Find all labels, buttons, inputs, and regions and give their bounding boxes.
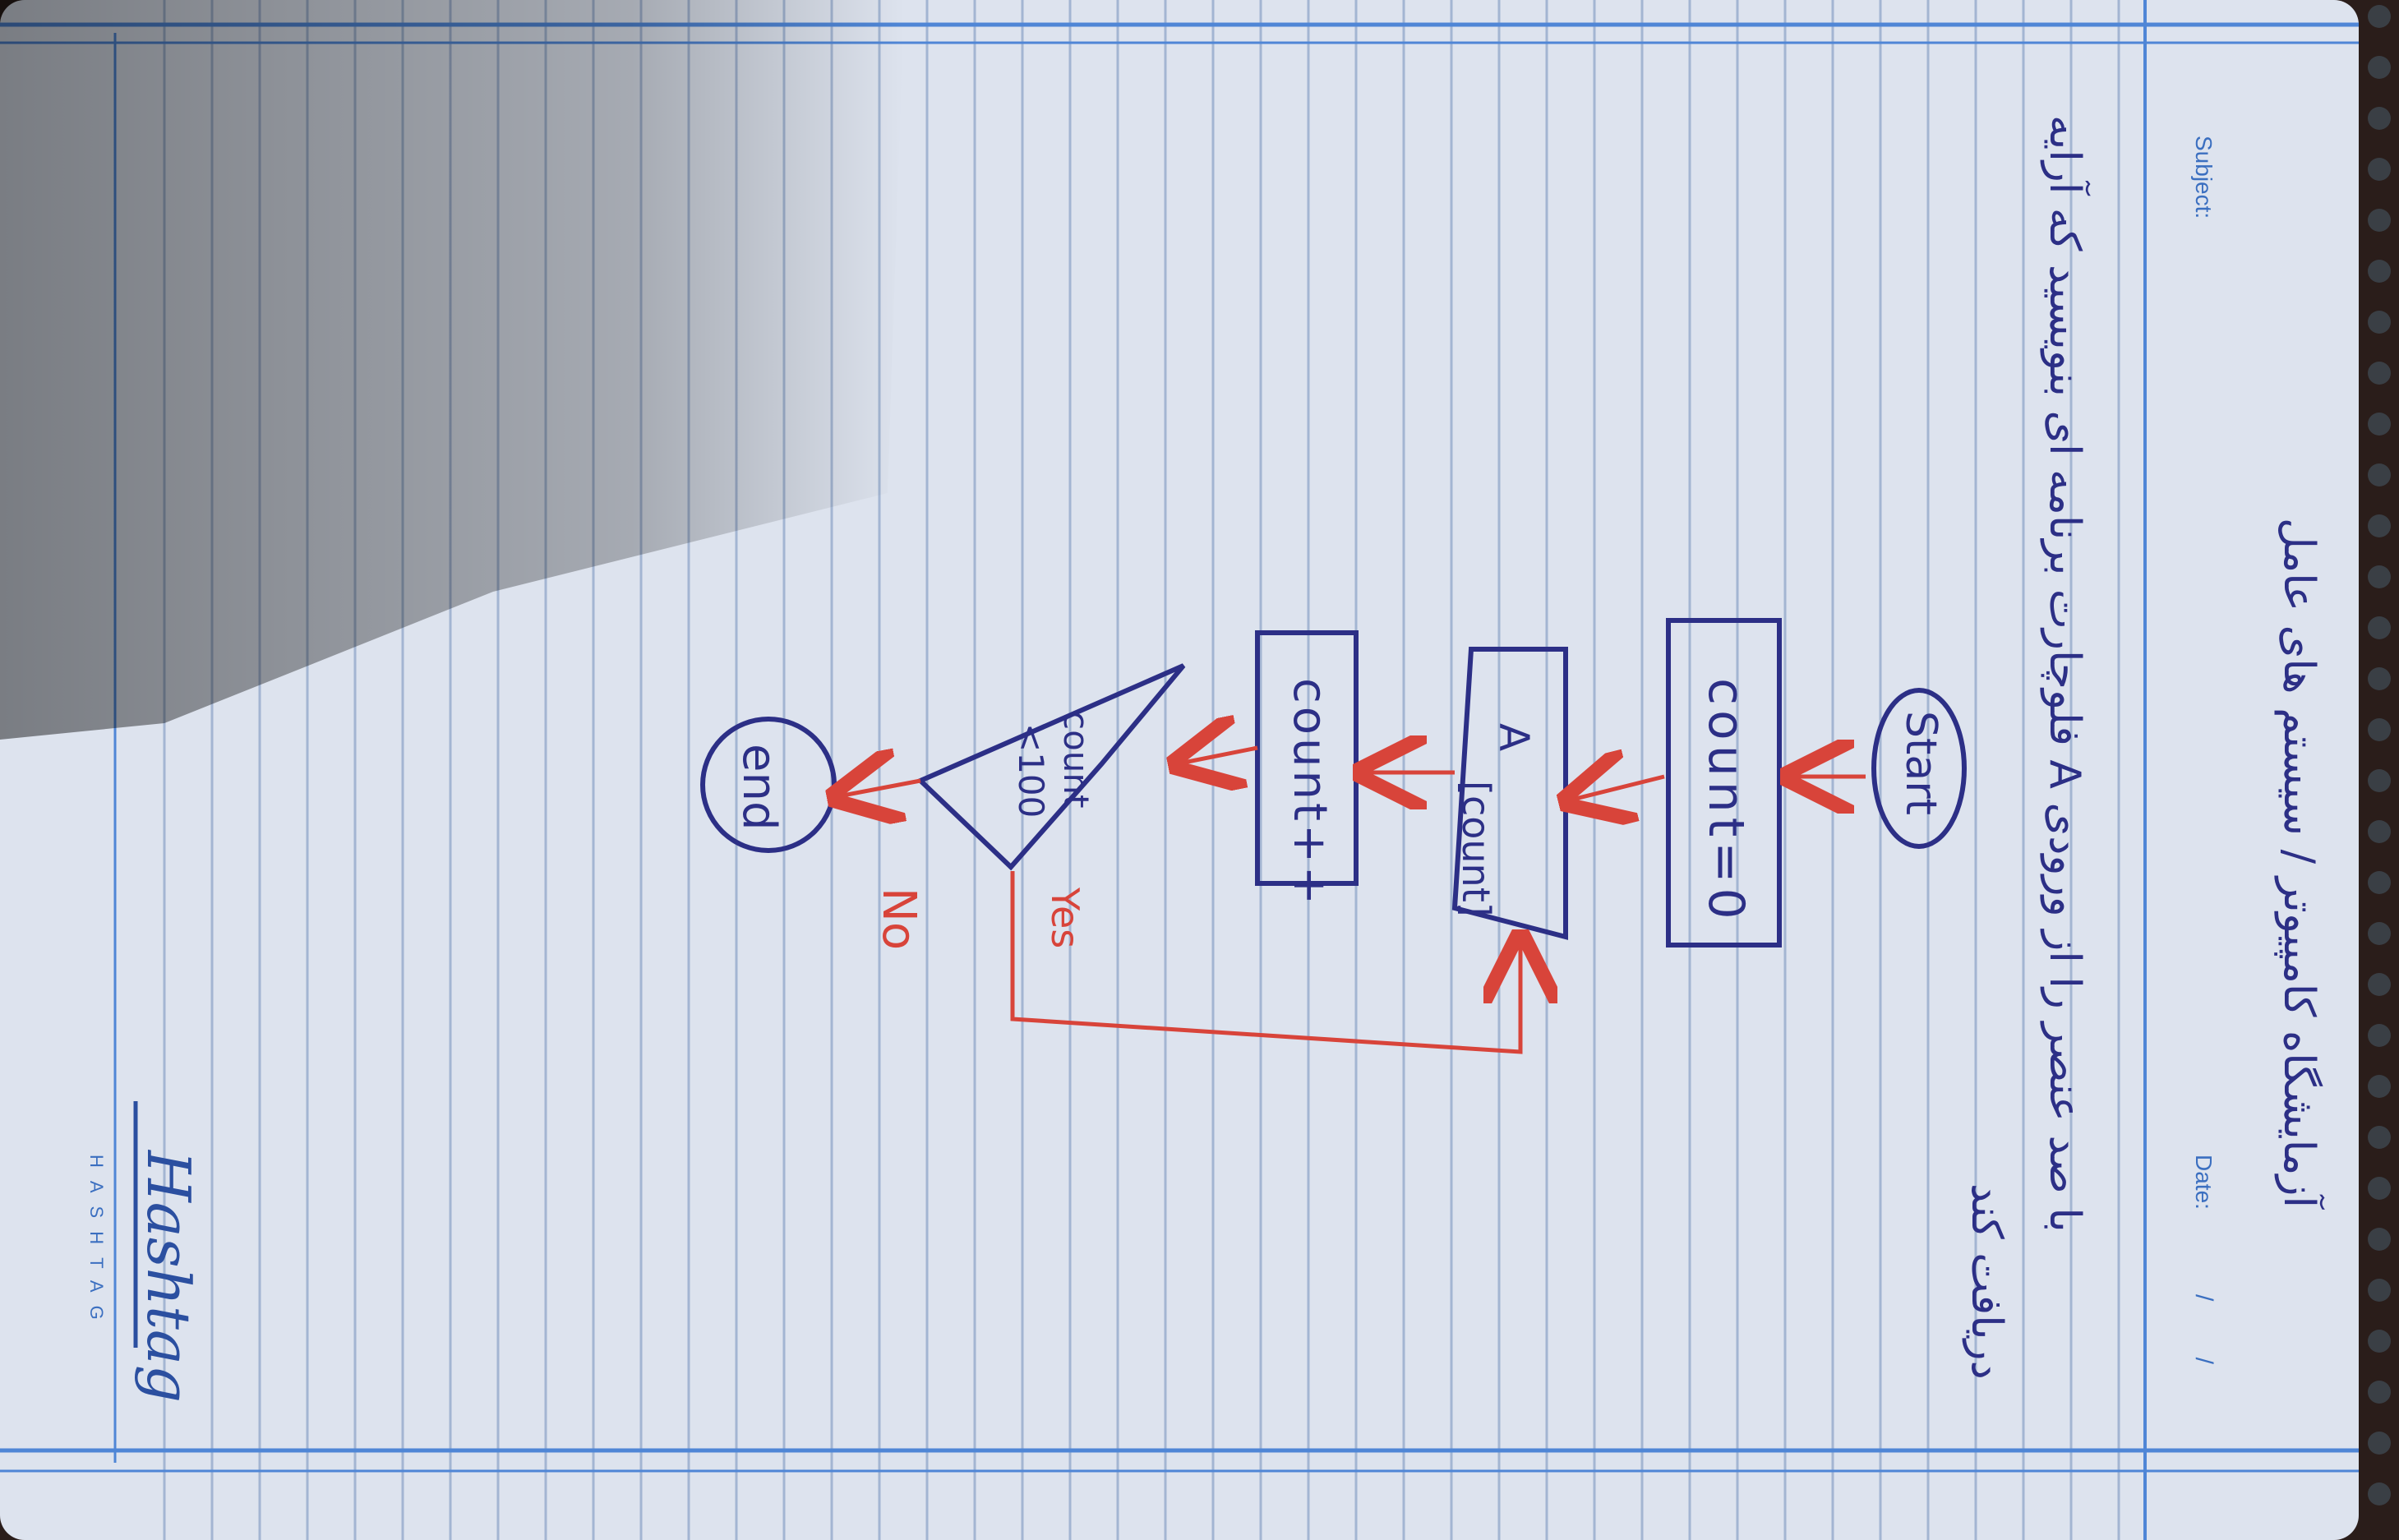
spiral-hole [2368,1228,2391,1251]
spiral-hole [2368,158,2391,181]
spiral-hole [2368,1279,2391,1302]
init-node: count=0 [1666,618,1782,948]
spiral-hole [2368,1075,2391,1098]
spiral-hole [2368,1432,2391,1455]
question-heading: آزمایشگاه کامپیوتر / سیستم های عامل [2274,518,2326,1210]
spiral-hole [2368,1177,2391,1200]
printed-labels: Subject: Date: / / HASHTAG [86,136,2217,1389]
spiral-hole [2368,667,2391,690]
init-shape [1666,618,1782,948]
spiral-hole [2368,1482,2391,1505]
start-label: Start [1896,711,1945,815]
spiral-hole [2368,820,2391,843]
date-value: / / [2190,1294,2217,1389]
date-label: Date: [2191,1155,2217,1210]
spiral-hole [2368,565,2391,588]
no-label: No [872,888,925,950]
spiral-hole [2368,871,2391,894]
arrow-loop-yes [1010,871,1520,1054]
spiral-hole [2368,56,2391,79]
spiral-hole [2368,311,2391,334]
input-main-label: A [1490,723,1538,751]
start-shape [1871,688,1967,849]
spiral-hole [2368,973,2391,996]
spiral-hole [2368,5,2391,28]
handwritten-question: آزمایشگاه کامپیوتر / سیستم های عامل فلوچ… [1962,115,2326,1380]
arrow-increment-to-decision [1175,748,1258,764]
spiral-hole [2368,718,2391,741]
spiral-hole [2368,362,2391,385]
question-line-1: فلوچارت برنامه ای بنویسید که آرایه A با … [2040,115,2092,1233]
spiral-hole [2368,107,2391,130]
flow-arrows [834,748,1866,1054]
spiral-hole [2368,260,2391,283]
end-node: end [700,717,837,853]
start-node: Start [1871,688,1967,849]
yes-label: Yes [1043,887,1087,948]
brand-logo: Hashtag [133,1101,203,1403]
spiral-hole [2368,1024,2391,1047]
init-label: count=0 [1697,678,1755,924]
spiral-hole [2368,1381,2391,1404]
brand-logo-text: Hashtag [134,1149,203,1403]
spiral-hole [2368,413,2391,436]
end-label: end [732,744,786,831]
arrow-decision-to-end [834,781,921,797]
decision-label-line-1: count [1056,711,1096,809]
arrow-init-to-input [1566,777,1665,801]
spiral-hole [2368,1126,2391,1149]
question-line-2: دریافت کند [1962,1183,2011,1380]
subject-label: Subject: [2191,136,2217,219]
flowchart: Start count=0 A [count] count++ count <1… [700,618,1967,1054]
spiral-hole [2368,514,2391,537]
spiral-hole [2368,616,2391,639]
spiral-hole [2368,922,2391,945]
spiral-hole [2368,209,2391,232]
brand-name: HASHTAG [86,1155,107,1333]
input-sub-label: [count] [1454,781,1498,917]
increment-node: count++ [1255,630,1359,908]
spiral-hole [2368,463,2391,486]
input-node: A [count] [1451,647,1568,940]
spiral-hole [2368,1330,2391,1353]
decision-shape [916,663,1186,871]
spiral-hole [2368,769,2391,792]
input-shape [1451,647,1568,940]
decision-label-line-2: <100 [1011,723,1051,818]
increment-label: count++ [1283,678,1336,908]
decision-node: count <100 [916,663,1186,871]
